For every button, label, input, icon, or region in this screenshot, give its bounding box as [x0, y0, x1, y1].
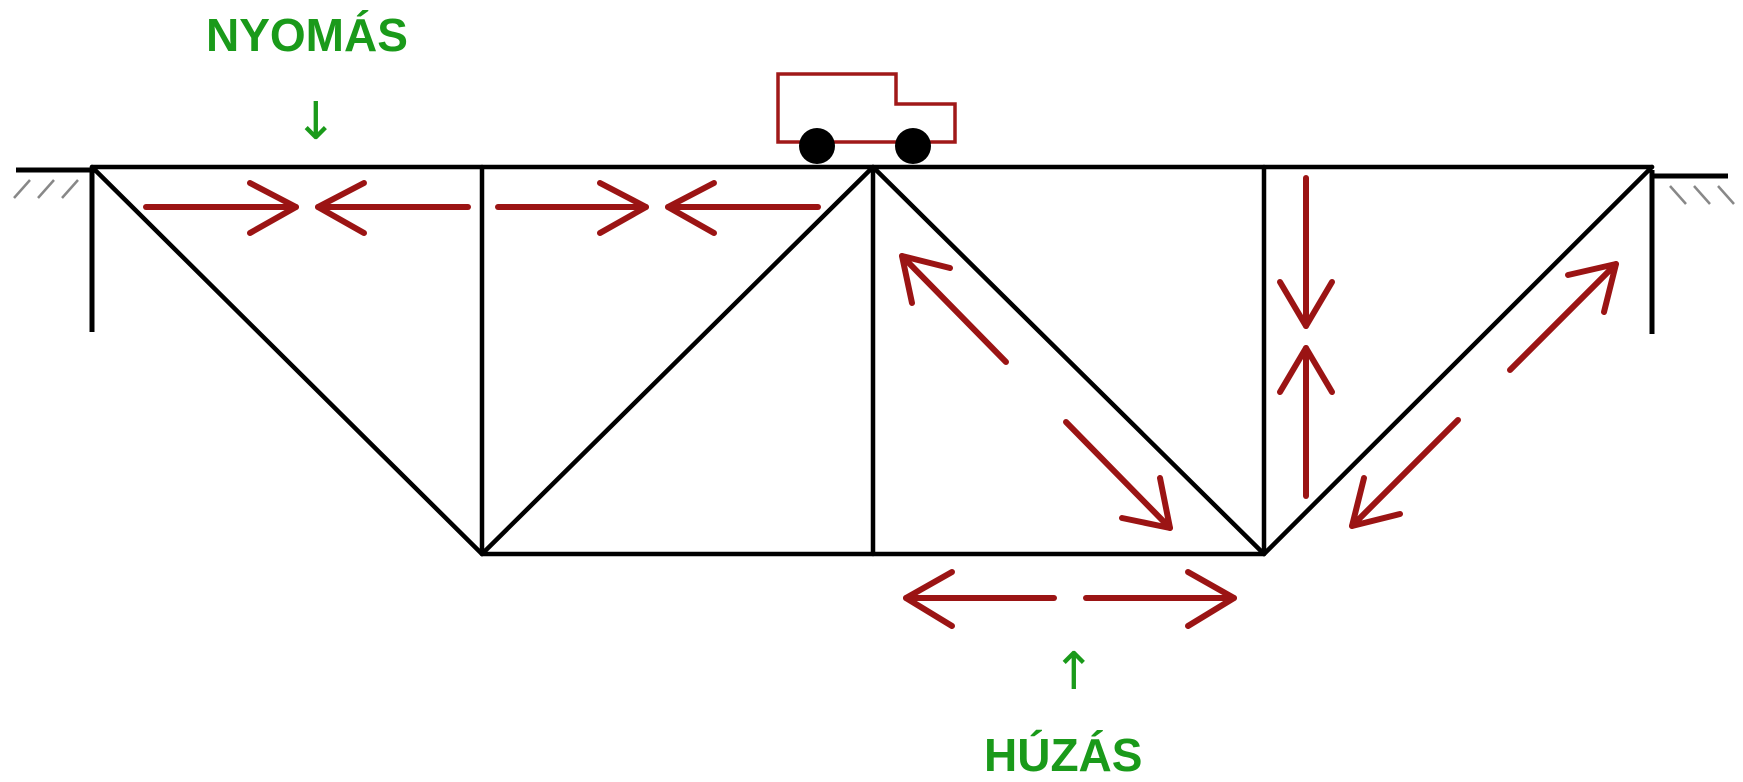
force-arrows	[143, 175, 1619, 629]
diagonal-right-end	[1261, 164, 1655, 557]
truck	[776, 72, 957, 164]
compression-arrows-top-bay-1	[143, 180, 471, 236]
arrow-up-icon: ↑	[1052, 642, 1096, 702]
diagonal-2	[479, 164, 876, 557]
right-support	[1649, 170, 1735, 334]
tension-arrows-diagonal	[899, 253, 1173, 531]
tension-label: HÚZÁS	[984, 729, 1143, 781]
truck-front-wheel	[895, 128, 931, 164]
compression-arrows-vertical	[1277, 175, 1335, 499]
tension-arrows-bottom-chord	[903, 569, 1237, 629]
diagonal-left-end	[89, 164, 485, 557]
truck-body	[776, 72, 957, 144]
diagonal-3	[870, 164, 1267, 557]
compression-arrows-right-diagonal	[1349, 261, 1619, 529]
compression-arrows-top-bay-2	[495, 180, 821, 236]
left-support	[13, 167, 95, 332]
truss-structure	[89, 164, 1655, 557]
arrow-down-icon: ↓	[294, 92, 338, 152]
compression-label: NYOMÁS	[206, 9, 408, 61]
truck-rear-wheel	[799, 128, 835, 164]
